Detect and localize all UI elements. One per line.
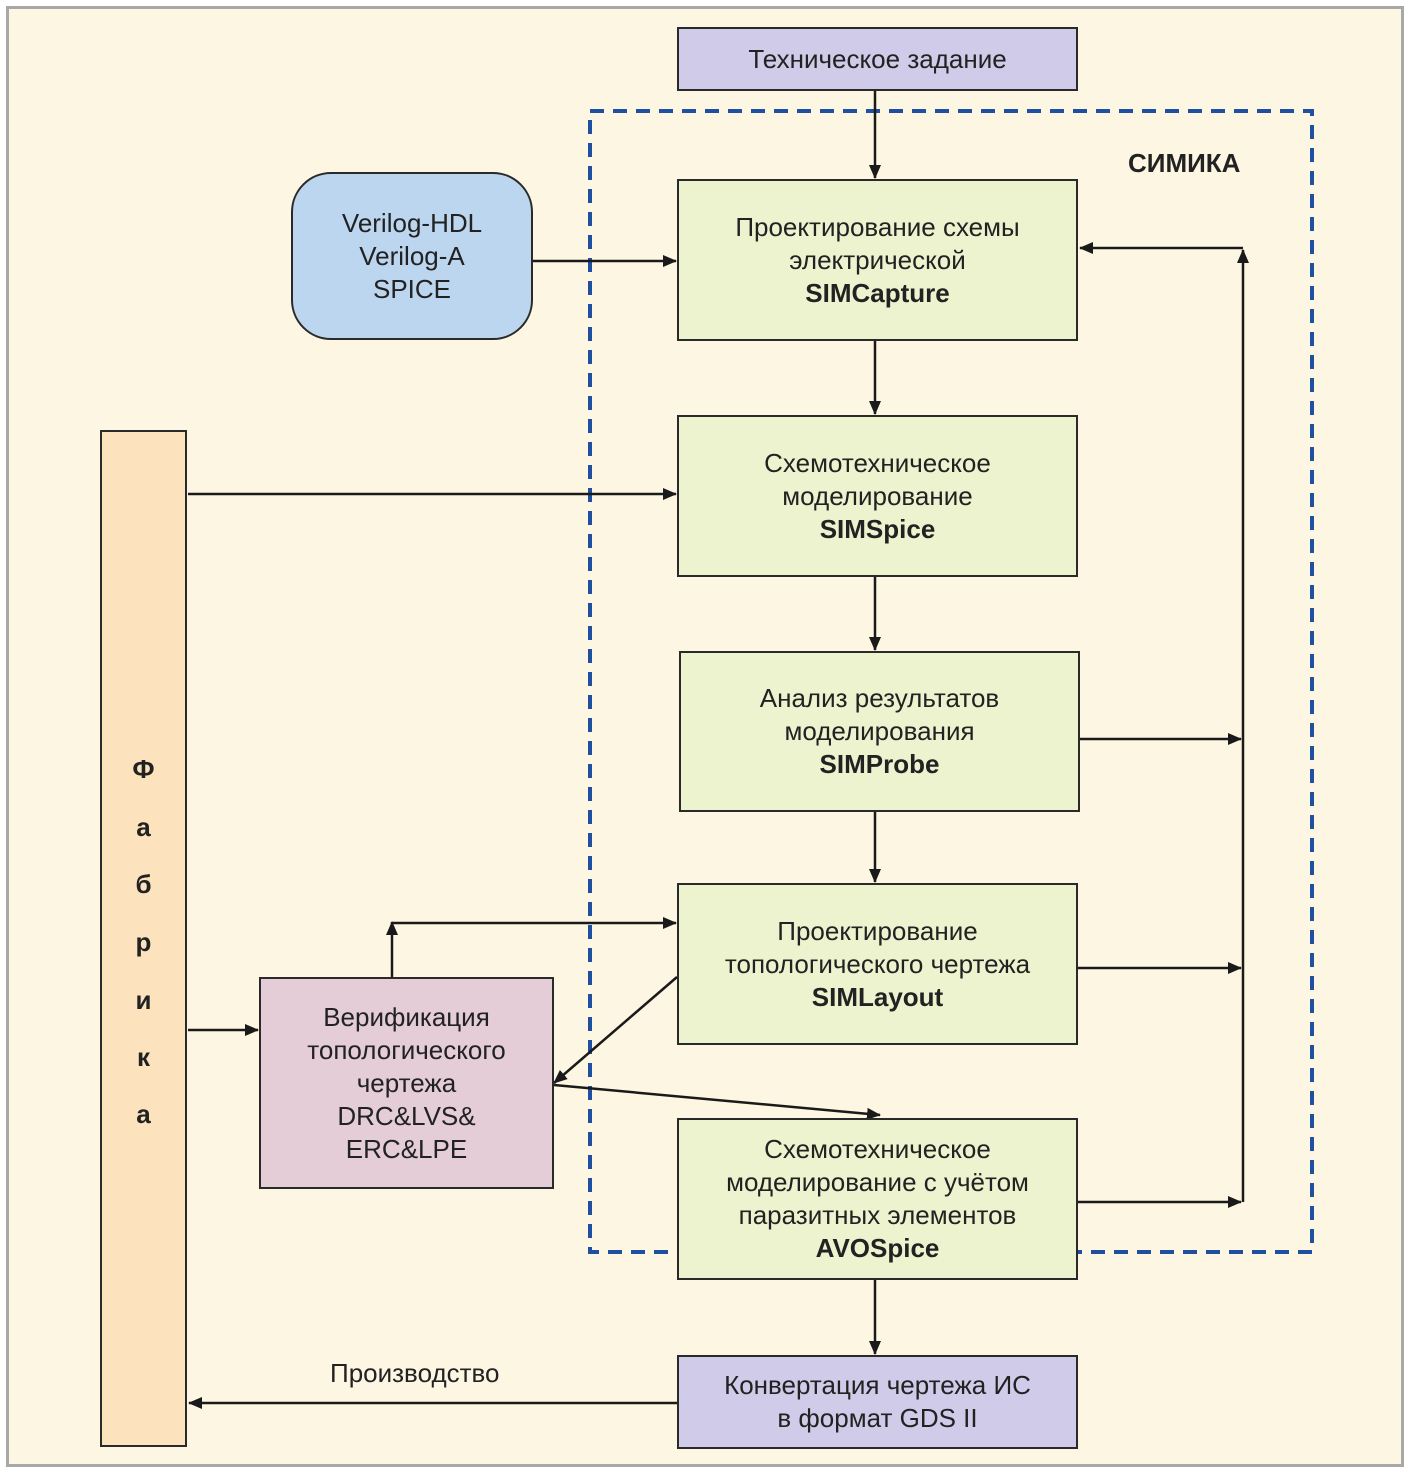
avo-line2: моделирование с учётом [726,1167,1029,1197]
arrow-verify-to-avo [553,1083,881,1120]
gds-line1: Конвертация чертежа ИС [724,1370,1031,1400]
spice-line2: моделирование [782,480,973,511]
simprobe-box: Анализ результатов моделирования SIMProb… [679,651,1080,812]
gds-conversion-box: Конвертация чертежа ИС в формат GDS II [677,1355,1078,1449]
source-verilog-hdl: Verilog-HDL [341,207,483,238]
avospice-box: Схемотехническое моделирование с учётом … [677,1118,1078,1280]
fab-letter: а [136,812,151,842]
production-label: Производство [330,1358,500,1388]
verify-line1: Верификация [323,1001,490,1032]
capture-tool: SIMCapture [805,277,950,308]
verify-line4: DRC&LVS& [337,1100,476,1131]
layout-tool: SIMLayout [811,981,944,1012]
simcapture-box: Проектирование схемы электрической SIMCa… [677,179,1078,341]
layout-line1: Проектирование [777,915,978,946]
gds-line2: в формат GDS II [777,1403,978,1433]
capture-line2: электрической [789,244,966,275]
fab-letter: р [135,927,152,957]
layout-line2: топологического чертежа [724,948,1031,979]
simika-label: СИМИКА [1128,148,1241,178]
probe-tool: SIMProbe [819,749,940,779]
fab-letter: к [136,1042,150,1072]
avo-line3: паразитных элементов [738,1200,1017,1230]
verify-line2: топологического [307,1034,506,1065]
spec-box: Техническое задание [677,27,1078,91]
verify-line5: ERC&LPE [345,1133,468,1164]
arrow-layout-to-verify [553,976,678,1084]
capture-line1: Проектирование схемы [735,211,1020,242]
verify-line3: чертежа [356,1067,457,1098]
fab-letter: Ф [132,754,155,784]
simspice-box: Схемотехническое моделирование SIMSpice [677,415,1078,577]
sources-box: Verilog-HDL Verilog-A SPICE [291,172,533,340]
fab-letter: и [135,985,152,1015]
probe-line2: моделирования [784,716,975,746]
avo-tool: AVOSpice [815,1233,940,1263]
verification-box: Верификация топологического чертежа DRC&… [259,977,554,1189]
simika-dashed-boundary [588,109,1314,1254]
spice-tool: SIMSpice [819,513,936,544]
spec-label: Техническое задание [748,43,1007,74]
fab-letter: а [136,1099,151,1129]
probe-line1: Анализ результатов [759,683,1000,713]
source-verilog-a: Verilog-A [359,240,465,271]
simlayout-box: Проектирование топологического чертежа S… [677,883,1078,1045]
fab-column: Ф а б р и к а [100,430,187,1447]
fab-letter: б [135,869,152,899]
spice-line1: Схемотехническое [764,447,991,478]
avo-line1: Схемотехническое [764,1134,991,1164]
source-spice: SPICE [372,273,452,304]
